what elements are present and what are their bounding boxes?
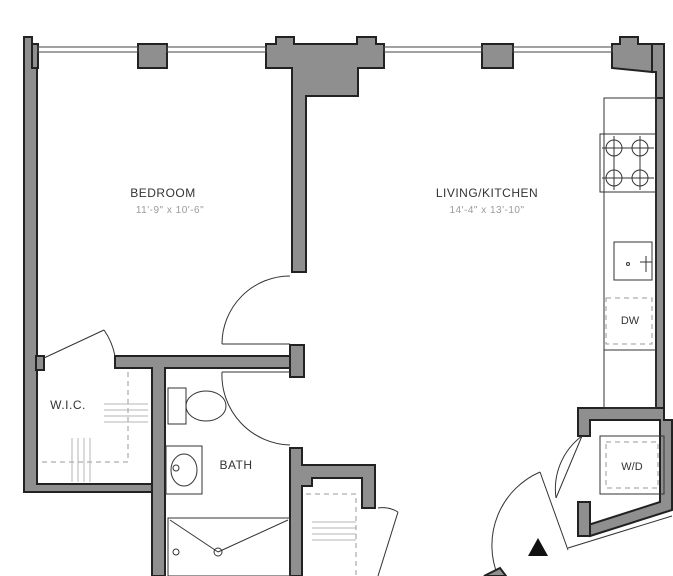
window-bedroom-1 bbox=[37, 46, 139, 53]
entry-door-leaf bbox=[539, 471, 569, 551]
entry-wall-stub bbox=[483, 566, 508, 576]
vanity-sink-icon bbox=[165, 445, 203, 495]
bedroom-door-swing bbox=[221, 275, 291, 345]
wic-door-swing bbox=[103, 329, 116, 357]
washer-dryer bbox=[599, 435, 665, 495]
wic-door-leaf bbox=[43, 329, 105, 359]
pier-top-right bbox=[611, 36, 653, 74]
bath-right-wall bbox=[289, 447, 376, 576]
entry-threshold bbox=[567, 515, 673, 549]
living-kitchen-dimensions: 14'-4" x 13'-10" bbox=[449, 205, 524, 216]
wd-door-leaf bbox=[555, 435, 583, 499]
kitchen-counter bbox=[603, 97, 657, 409]
kitchen-back-wall bbox=[655, 97, 665, 409]
linen-door-swing bbox=[377, 507, 399, 513]
bath-door-swing bbox=[221, 371, 291, 446]
range-burner-icon bbox=[599, 133, 657, 193]
shower-drain-icon bbox=[167, 517, 291, 576]
compass-north-arrow-icon bbox=[528, 538, 548, 556]
wd-door-jamb bbox=[577, 501, 591, 537]
central-column bbox=[265, 36, 385, 273]
wic-door-jamb bbox=[35, 355, 45, 371]
window-living-2 bbox=[512, 46, 613, 53]
wic-closet bbox=[40, 372, 148, 482]
windows bbox=[37, 46, 613, 53]
wic-shelf-line bbox=[40, 372, 129, 463]
dishwasher-outline bbox=[605, 297, 653, 345]
partition-wic-bath-top bbox=[114, 355, 301, 576]
wd-door-swing bbox=[554, 435, 583, 499]
window-bedroom-2 bbox=[166, 46, 267, 53]
window-living-1 bbox=[383, 46, 483, 53]
bath-label: BATH bbox=[219, 458, 252, 472]
exterior-walls bbox=[23, 36, 665, 493]
bath bbox=[165, 387, 357, 576]
wic-label: W.I.C. bbox=[50, 398, 86, 412]
bedroom-door-jamb bbox=[289, 344, 305, 378]
left-exterior-wall bbox=[23, 36, 164, 493]
washer-dryer-inner bbox=[605, 441, 659, 489]
toilet-icon bbox=[167, 387, 227, 425]
sink-icon bbox=[613, 241, 653, 281]
bedroom-label: BEDROOM bbox=[130, 186, 196, 200]
pier-bedroom-window bbox=[137, 43, 168, 69]
linen-door-leaf bbox=[377, 511, 399, 576]
living-kitchen-label: LIVING/KITCHEN bbox=[436, 186, 538, 200]
dishwasher-label: DW bbox=[621, 315, 640, 327]
interior-walls bbox=[35, 97, 673, 576]
washer-dryer-label: W/D bbox=[621, 461, 642, 473]
entry-door-swing bbox=[491, 471, 541, 576]
pier-top-left bbox=[31, 43, 39, 69]
doors bbox=[43, 275, 673, 576]
pier-living-window bbox=[481, 43, 514, 69]
wd-closet: W/D bbox=[599, 435, 665, 495]
kitchen: DW bbox=[599, 97, 657, 409]
bedroom-dimensions: 11'-9" x 10'-6" bbox=[136, 205, 204, 216]
linen-shelves bbox=[306, 493, 357, 576]
wic-hanging-rod bbox=[71, 403, 148, 482]
